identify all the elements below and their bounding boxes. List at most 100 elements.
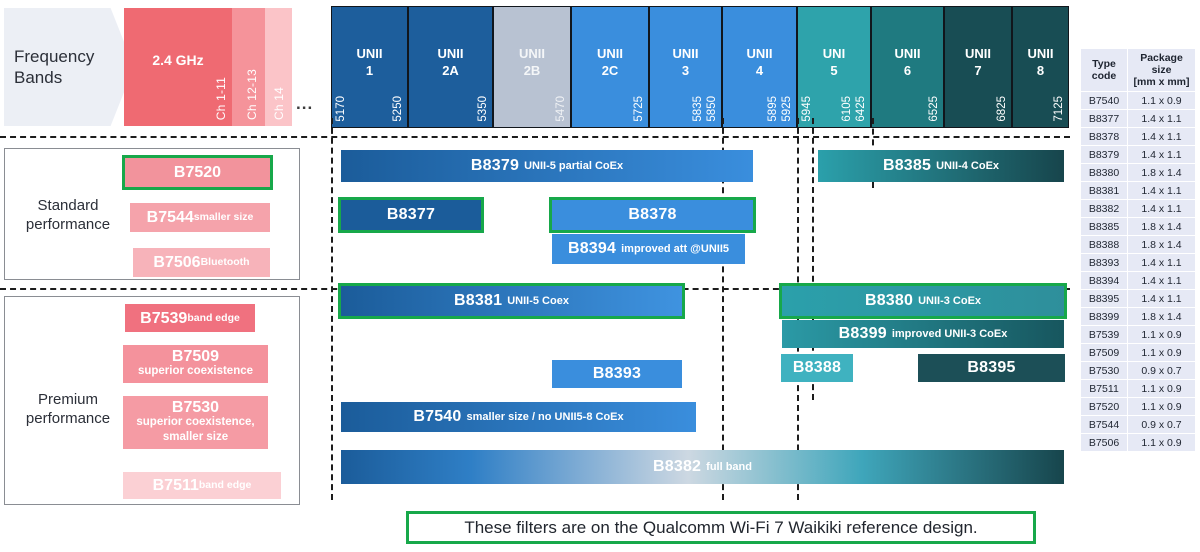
bar-note: smaller size / no UNII5-8 CoEx [466, 411, 624, 423]
table-cell-package-size: 1.8 x 1.4 [1127, 163, 1196, 182]
band-freq-high: 5250 [392, 96, 404, 122]
filter-chip-b7539[interactable]: B7539 band edge [125, 304, 255, 332]
band-freq-mid: 5835 [692, 96, 704, 122]
band-freq-high: 5470 [555, 96, 567, 122]
filter-bar-b8395[interactable]: B8395 [918, 354, 1065, 382]
band-24ghz-ch-1-11: Ch 1-11 [214, 76, 228, 120]
chip-code: B7530 [171, 399, 220, 416]
bar-code: B8393 [592, 365, 642, 382]
ellipsis-separator: ... [296, 94, 314, 113]
bar-code: B8377 [386, 206, 436, 223]
table-cell-package-size: 1.8 x 1.4 [1127, 217, 1196, 236]
chip-code: B7539 [140, 309, 188, 327]
band-24ghz-title: 2.4 GHz [152, 52, 204, 68]
bar-note: full band [706, 461, 752, 473]
table-cell-type-code: B8393 [1080, 253, 1128, 272]
bar-note: UNII-5 Coex [507, 295, 569, 307]
table-cell-type-code: B8395 [1080, 289, 1128, 308]
table-cell-type-code: B8394 [1080, 271, 1128, 290]
filter-chip-b7506[interactable]: B7506 Bluetooth [133, 248, 270, 277]
band-24ghz-main: 2.4 GHz Ch 1-11 [124, 8, 232, 126]
table-cell-package-size: 1.4 x 1.1 [1127, 109, 1196, 128]
bar-code: B8399 [838, 325, 887, 342]
band-freq-high: 5925 [781, 96, 793, 122]
filter-chip-b7520[interactable]: B7520 [122, 155, 273, 190]
table-cell-type-code: B8382 [1080, 199, 1128, 218]
guide-unii1-start [331, 118, 333, 500]
chip-note: band edge [198, 479, 252, 491]
band-freq-high: 6825 [996, 96, 1008, 122]
table-cell-package-size: 1.1 x 0.9 [1127, 325, 1196, 344]
bar-code: B8378 [628, 206, 677, 223]
band-freq-mid: 5895 [767, 96, 779, 122]
reference-design-text: These filters are on the Qualcomm Wi-Fi … [464, 517, 978, 537]
filter-chip-b7511[interactable]: B7511 band edge [123, 472, 281, 499]
chip-code: B7520 [173, 164, 222, 181]
band-freq-low: 5170 [335, 96, 347, 122]
table-cell-package-size: 1.1 x 0.9 [1127, 433, 1196, 452]
table-cell-package-size: 1.1 x 0.9 [1127, 397, 1196, 416]
filter-bar-b8393[interactable]: B8393 [552, 360, 682, 388]
bar-code: B8382 [653, 458, 702, 475]
filter-bar-b8388[interactable]: B8388 [781, 354, 853, 382]
table-cell-package-size: 1.4 x 1.1 [1127, 181, 1196, 200]
filter-bar-b8377[interactable]: B8377 [338, 197, 484, 233]
table-cell-package-size: 1.4 x 1.1 [1127, 271, 1196, 290]
band-freq-high: 5350 [477, 96, 489, 122]
table-cell-package-size: 1.4 x 1.1 [1127, 145, 1196, 164]
dashed-row-divider-top [0, 136, 1070, 138]
band-freq-high: 5725 [633, 96, 645, 122]
table-cell-type-code: B7511 [1080, 379, 1128, 398]
chip-code: B7509 [171, 348, 220, 365]
band-freq-high: 5850 [706, 96, 718, 122]
bar-note: UNII-5 partial CoEx [524, 160, 624, 172]
table-cell-package-size: 0.9 x 0.7 [1127, 361, 1196, 380]
filter-bar-b8381[interactable]: B8381 UNII-5 Coex [338, 283, 685, 319]
filter-bar-b8382[interactable]: B8382 full band [341, 450, 1064, 484]
bar-code: B8394 [567, 240, 617, 257]
table-cell-type-code: B8381 [1080, 181, 1128, 200]
table-cell-type-code: B8388 [1080, 235, 1128, 254]
bar-code: B8381 [454, 292, 503, 309]
filter-bar-b8378[interactable]: B8378 [549, 197, 756, 233]
table-header-package-size: Package size[mm x mm] [1127, 48, 1196, 92]
table-cell-package-size: 1.1 x 0.9 [1127, 91, 1196, 110]
band-24ghz-ch12-13: Ch 12-13 [232, 8, 265, 126]
filter-chip-b7544[interactable]: B7544 smaller size [130, 203, 270, 232]
